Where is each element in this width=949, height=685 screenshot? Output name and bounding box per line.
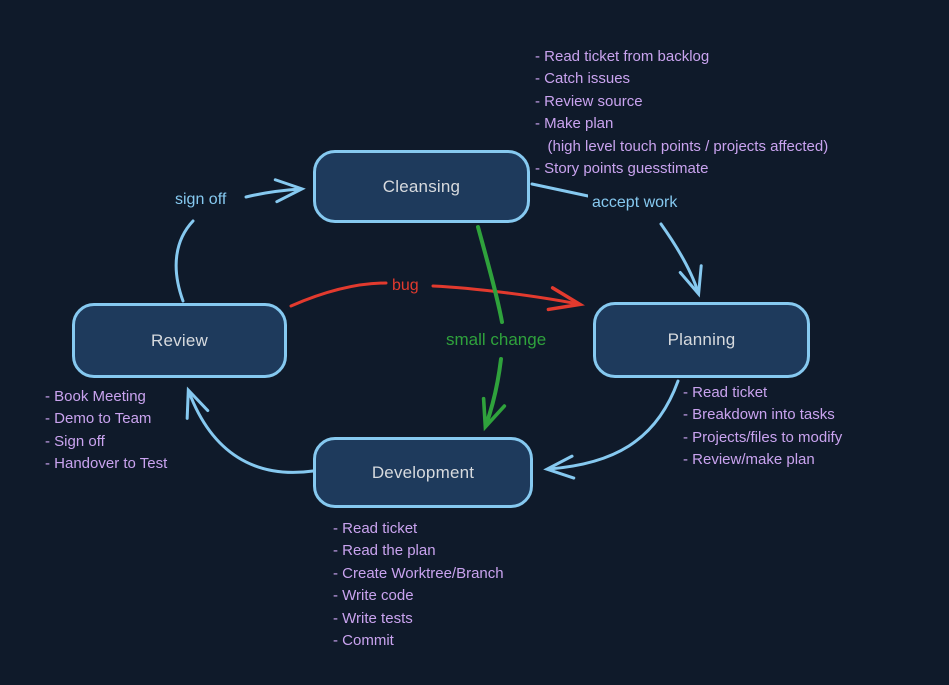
edge-label-sign-off: sign off: [171, 191, 231, 209]
edge-label-bug: bug: [388, 277, 423, 295]
arrow-review-to-signoff: [174, 219, 195, 303]
notes-development: - Read ticket - Read the plan - Create Wor…: [333, 518, 504, 652]
list-item: - Story points guesstimate: [535, 160, 709, 178]
list-item: - Projects/files to modify: [683, 428, 843, 446]
edge-label-accept-work: accept work: [588, 194, 682, 212]
list-item: - Sign off: [45, 432, 105, 450]
arrow-bug-left: [289, 281, 388, 308]
list-item: - Commit: [333, 632, 394, 650]
notes-planning: - Read ticket - Breakdown into tasks - Pro…: [683, 382, 842, 472]
arrow-cleansing-to-smallchange: [476, 225, 504, 324]
edge-label-small-change: small change: [442, 330, 551, 350]
node-development[interactable]: Development: [313, 437, 533, 508]
arrow-bug-right: [431, 284, 585, 312]
list-item: - Read ticket: [333, 520, 418, 537]
list-item: - Write code: [333, 587, 414, 605]
list-item: - Write tests: [333, 609, 413, 627]
list-item: - Breakdown into tasks: [683, 406, 835, 424]
list-item: - Create Worktree/Branch: [333, 564, 504, 582]
list-item: - Read ticket: [683, 384, 768, 401]
list-item: - Read ticket from backlog: [535, 48, 710, 65]
notes-cleansing: - Read ticket from backlog - Catch issues…: [535, 46, 828, 180]
list-item: - Make plan: [535, 115, 614, 133]
node-cleansing-label: Cleansing: [382, 176, 461, 196]
list-item: - Read the plan: [333, 542, 436, 560]
arrow-acceptwork-to-planning: [659, 222, 703, 298]
arrow-planning-to-development: [543, 379, 680, 480]
node-review[interactable]: Review: [72, 303, 287, 378]
node-development-label: Development: [371, 462, 475, 482]
arrow-signoff-to-cleansing: [244, 178, 306, 204]
list-item: - Review/make plan: [683, 451, 815, 469]
list-item: - Review source: [535, 92, 643, 110]
node-planning[interactable]: Planning: [593, 302, 810, 378]
arrow-development-to-review: [185, 386, 315, 474]
list-item: - Handover to Test: [45, 455, 168, 473]
list-item: - Demo to Team: [45, 410, 152, 428]
arrow-cleansing-to-acceptwork: [530, 182, 590, 198]
list-item: (high level touch points / projects affe…: [535, 137, 829, 155]
node-cleansing[interactable]: Cleansing: [313, 150, 530, 223]
list-item: - Book Meeting: [45, 388, 146, 405]
notes-review: - Book Meeting - Demo to Team - Sign off - …: [45, 386, 167, 476]
node-planning-label: Planning: [667, 330, 736, 349]
list-item: - Catch issues: [535, 70, 631, 88]
node-review-label: Review: [151, 330, 208, 350]
arrow-smallchange-to-development: [481, 357, 507, 432]
